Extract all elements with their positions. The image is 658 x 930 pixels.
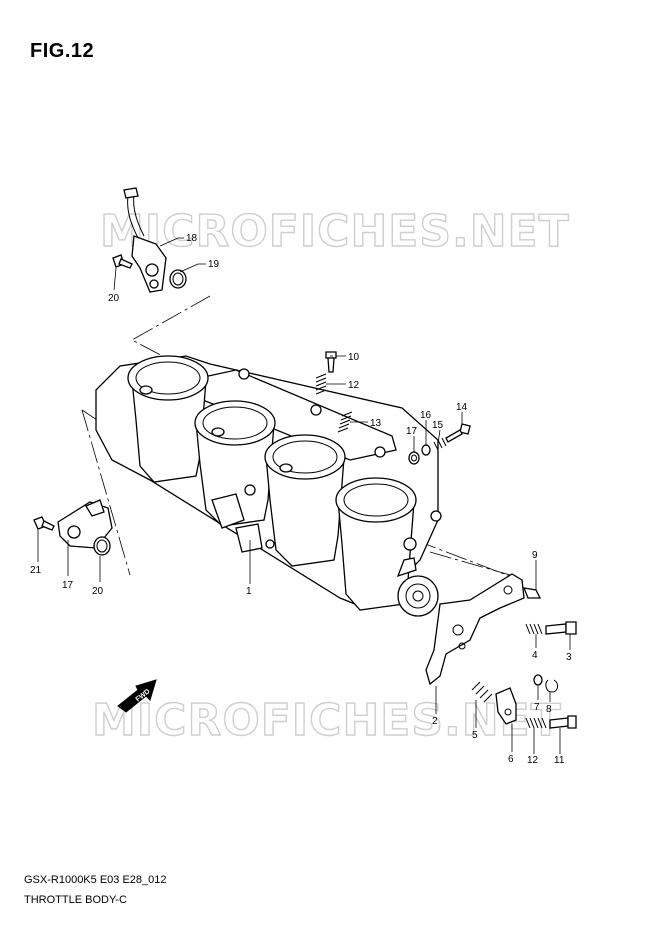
part-12-spring-upper (315, 373, 327, 395)
part-8-e-clip (545, 679, 559, 693)
callout-8: 8 (546, 704, 552, 715)
callout-18: 17 (62, 580, 74, 591)
callout-7: 7 (534, 702, 540, 713)
part-10-screw (325, 351, 337, 373)
part-21-screw-lower (33, 516, 55, 531)
callout-4: 4 (532, 650, 538, 661)
callout-19: 18 (186, 233, 198, 244)
callout-leaders (37, 237, 571, 754)
part-11-bolt (549, 715, 577, 729)
part-21-screw-upper (112, 254, 133, 269)
callout-13: 13 (370, 418, 382, 429)
part-9-screw (522, 587, 542, 599)
part-19-sensor-with-harness (123, 187, 167, 293)
callout-1: 1 (246, 586, 252, 597)
part-13-spring (337, 411, 353, 433)
part-1-throttle-body (95, 355, 442, 617)
callout-16: 16 (420, 410, 432, 421)
callout-20-upper: 19 (208, 259, 220, 270)
watermark-bottom: MICROFICHES.NET (92, 695, 562, 746)
callout-2: 2 (432, 716, 438, 727)
callout-11: 11 (554, 755, 565, 766)
figure-title: FIG.12 (30, 40, 95, 62)
part-20-o-ring-lower (93, 536, 111, 556)
part-4-spring (525, 623, 543, 635)
callout-3: 3 (566, 652, 572, 663)
callout-5: 5 (472, 730, 478, 741)
callout-21-upper: 20 (108, 293, 120, 304)
diagram-code: GSX-R1000K5 E03 E28_012 (24, 874, 167, 886)
part-16-washer (421, 444, 431, 456)
callout-10: 10 (348, 352, 360, 363)
callout-12-lower: 12 (527, 755, 539, 766)
callout-12-upper: 12 (348, 380, 360, 391)
part-20-o-ring-upper (169, 269, 187, 289)
part-12-spring-lower (525, 717, 547, 729)
callout-labels: 18 19 20 10 12 13 14 15 16 17 1 21 17 20… (30, 233, 572, 766)
part-7-washer (533, 674, 543, 686)
part-14-bolt (445, 423, 471, 443)
callout-14: 14 (456, 402, 468, 413)
part-17-o-ring (408, 451, 420, 465)
callout-15: 15 (432, 420, 444, 431)
callout-21-lower: 21 (30, 565, 42, 576)
part-3-adjuster-bolt (545, 621, 577, 635)
callout-17: 17 (406, 426, 418, 437)
watermark-top: MICROFICHES.NET (100, 206, 570, 257)
callout-9: 9 (532, 550, 538, 561)
callout-20-lower: 20 (92, 586, 104, 597)
part-2-throttle-cable-bracket (425, 573, 525, 686)
diagram-name: THROTTLE BODY-C (24, 894, 127, 906)
callout-6: 6 (508, 754, 514, 765)
part-6-link (495, 687, 517, 725)
part-5-spring (471, 681, 493, 703)
